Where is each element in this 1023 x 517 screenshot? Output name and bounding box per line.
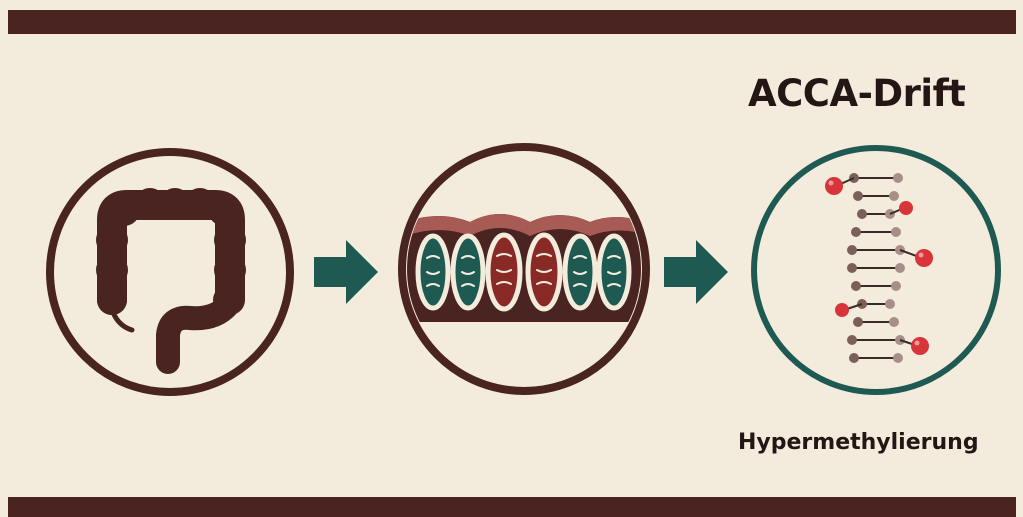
crypts-panel [402,147,646,391]
intestinal-crypts-icon [405,214,645,322]
methylated-dna-icon [825,173,933,363]
dna-panel [754,148,998,392]
arrow-right-icon [314,240,378,304]
diagram-title: ACCA-Drift [748,72,965,115]
arrow-right-icon [664,240,728,304]
dna-caption: Hypermethylierung [738,430,979,455]
colon-panel [50,152,290,392]
dna-circle-outline [754,148,998,392]
colon-icon [96,188,246,374]
